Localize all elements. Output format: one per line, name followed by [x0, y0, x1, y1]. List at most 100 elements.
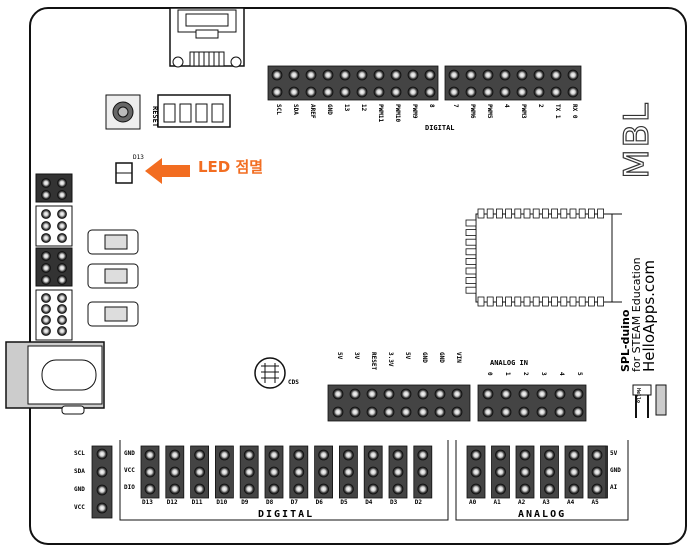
header-pin [318, 483, 330, 495]
chip-pin [542, 208, 549, 219]
header-pin [342, 483, 354, 495]
chip-pin [597, 296, 604, 307]
dip-switch [157, 94, 231, 128]
digital-pin-label: D7 [290, 499, 299, 506]
chip-pin [532, 208, 540, 219]
chip-pin [560, 296, 568, 307]
header-pin [41, 275, 51, 285]
header-pin [568, 449, 580, 461]
header-pin [366, 406, 378, 418]
header-pin [373, 86, 385, 98]
header-pin [417, 449, 429, 461]
header-pin [591, 449, 603, 461]
top-digital-pin-label: PWM5 [486, 104, 493, 119]
header-pin [407, 69, 419, 81]
chip-pins [465, 208, 604, 307]
header-pin [57, 178, 67, 188]
header-pin [482, 69, 494, 81]
header-pin [218, 483, 230, 495]
header-pin [356, 69, 368, 81]
header-pin [339, 69, 351, 81]
header-pin [536, 388, 548, 400]
led-code-label: D13 [133, 154, 144, 161]
header-pin [293, 466, 305, 478]
header-pin [144, 483, 156, 495]
i2c-pin-label: VCC [74, 504, 85, 511]
header-pin [342, 466, 354, 478]
header-pin [533, 86, 545, 98]
header-pin [349, 406, 361, 418]
analog-in-pin-label: 3 [540, 372, 547, 376]
top-digital-pin-label: 4 [503, 104, 510, 108]
sensor-row-label: DIO [124, 484, 135, 491]
chip-pin [588, 208, 595, 219]
chip-pin [486, 296, 494, 307]
chip-pin [569, 296, 577, 307]
power-pin-label: 5V [404, 352, 411, 360]
header-pin [470, 483, 482, 495]
digital-pin-label: D11 [191, 499, 203, 506]
header-pin [41, 209, 51, 219]
analog-pin-label: A5 [591, 499, 599, 506]
power-pin-label: VIN [455, 352, 462, 363]
top-digital-pin-label: SCL [275, 104, 282, 115]
top-digital-pin-label: 13 [343, 104, 350, 112]
section-brackets [119, 440, 629, 521]
header-pin [268, 483, 280, 495]
header-pin [470, 449, 482, 461]
top-digital-pin-label: GND [326, 104, 333, 115]
header-pin [567, 86, 579, 98]
header-pin [41, 251, 51, 261]
header-pin [57, 221, 67, 231]
header-pin [448, 86, 460, 98]
header-pin [194, 466, 206, 478]
digital-section-label: DIGITAL [425, 124, 455, 132]
header-pin [392, 449, 404, 461]
header-pin [518, 388, 530, 400]
digital-pin-label: D4 [365, 499, 373, 506]
brand-logo-text: Hello [635, 388, 641, 404]
header-pin [218, 449, 230, 461]
header-pin [417, 483, 429, 495]
top-digital-pin-label: 2 [537, 104, 544, 108]
digital-pin-label: D5 [340, 499, 348, 506]
top-digital-pin-label: 12 [360, 104, 367, 112]
top-digital-pin-label: AREF [309, 104, 316, 119]
header-pin [465, 69, 477, 81]
header-pin [57, 209, 67, 219]
header-pin [41, 190, 51, 200]
power-pin-label: GND [421, 352, 428, 363]
chip-pin [495, 296, 503, 307]
chip-pin [542, 296, 549, 307]
header-pin [470, 466, 482, 478]
header-pin [544, 466, 555, 478]
header-pin [499, 86, 511, 98]
header-pin [482, 388, 494, 400]
usb-connector [169, 7, 245, 68]
header-pin [417, 466, 429, 478]
top-digital-pin-label: SDA [292, 104, 299, 115]
header-pin [424, 69, 436, 81]
digital-pin-label: D9 [241, 499, 249, 506]
power-jack [5, 341, 105, 415]
chip-pin [560, 208, 568, 219]
header-pin [57, 233, 67, 243]
chip-pin [523, 296, 531, 307]
chip-pin [465, 286, 477, 294]
digital-pin-label: D10 [216, 499, 228, 506]
header-pin [96, 502, 108, 514]
pointer-arrow-icon [145, 158, 190, 184]
top-digital-pin-label: PWM9 [411, 104, 418, 119]
header-pin [318, 466, 330, 478]
header-pin [400, 388, 412, 400]
analog-pin-label: A0 [469, 499, 477, 506]
header-pin [243, 466, 255, 478]
chip-pin [597, 208, 604, 219]
header-pin [268, 466, 280, 478]
top-digital-pin-label: TX 1 [554, 104, 561, 119]
header-pin [288, 86, 300, 98]
header-pin [57, 326, 67, 336]
top-digital-pin-label: PWM6 [469, 104, 476, 119]
power-pin-label: 3V [353, 352, 360, 360]
